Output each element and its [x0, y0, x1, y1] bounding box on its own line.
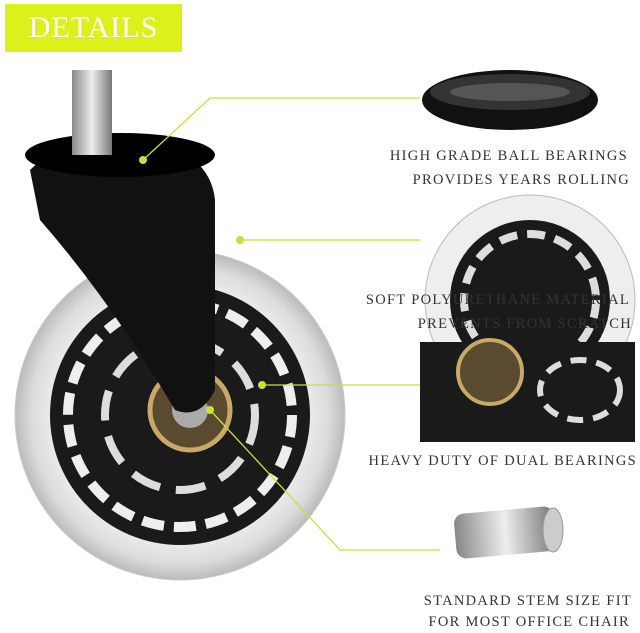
bearing-plate [25, 133, 215, 177]
stem [72, 70, 112, 155]
caption-bearings-1: HIGH GRADE BALL BEARINGS [389, 148, 628, 164]
caption-stem-2: FOR MOST OFFICE CHAIR [428, 614, 630, 630]
leader-lines [142, 97, 440, 551]
caption-bearings-2: PROVIDES YEARS ROLLING [412, 172, 630, 188]
caption-material-2: PREVENTS FROM SCRATCH [417, 316, 632, 332]
detail-bearing [422, 70, 598, 130]
caption-dual-bearings: HEAVY DUTY OF DUAL BEARINGS [368, 453, 637, 469]
caption-stem-1: STANDARD STEM SIZE FIT [423, 593, 632, 609]
fork [30, 140, 215, 413]
caption-material-1: SOFT POLYURETHANE MATERIAL [365, 292, 630, 308]
detail-stem [454, 506, 564, 559]
detail-dual-bearing [420, 338, 635, 442]
details-title: DETAILS [5, 4, 182, 52]
